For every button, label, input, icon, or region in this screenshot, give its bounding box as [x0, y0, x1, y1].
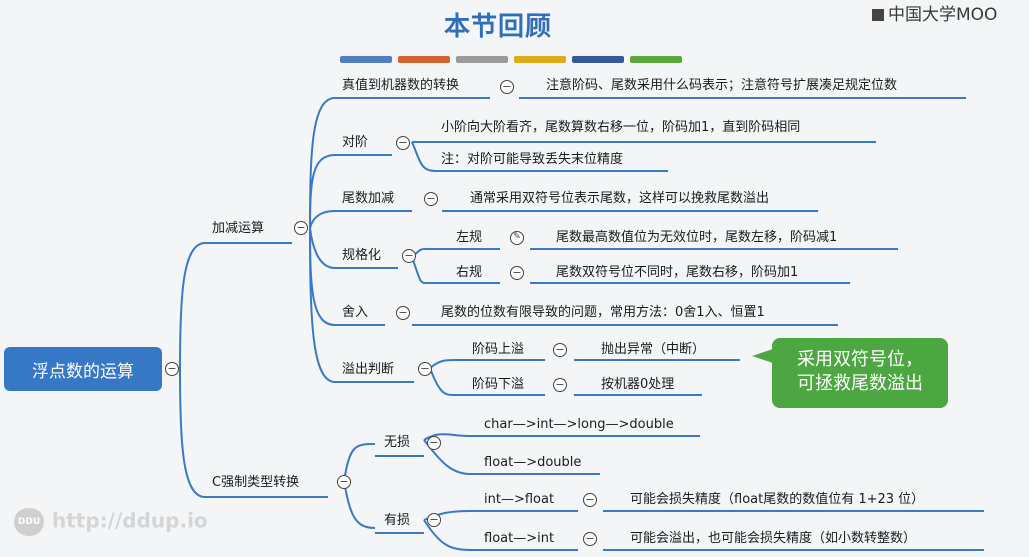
- color-bar-2: [398, 56, 450, 63]
- branch-add-sub[interactable]: 加减运算: [212, 221, 265, 236]
- collapse-icon[interactable]: −: [500, 80, 514, 94]
- edit-icon[interactable]: ✎: [510, 231, 524, 245]
- collapse-icon[interactable]: −: [427, 436, 441, 450]
- watermark-text: http://ddup.io: [52, 508, 208, 533]
- node-overflow[interactable]: 溢出判断: [342, 362, 395, 377]
- node-exp-underflow[interactable]: 阶码下溢: [472, 377, 525, 392]
- note-left-normalize: 尾数最高数值位为无效位时，尾数左移，阶码减1: [556, 230, 838, 245]
- collapse-icon[interactable]: −: [510, 266, 524, 280]
- node-left-normalize[interactable]: 左规: [456, 230, 483, 245]
- color-bars: [340, 56, 682, 63]
- note-exp-underflow: 按机器0处理: [601, 377, 675, 392]
- note-align-1: 小阶向大阶看齐，尾数算数右移一位，阶码加1，直到阶码相同: [441, 120, 801, 135]
- cube-logo-icon: [872, 9, 884, 21]
- callout-bubble: 采用双符号位， 可拯救尾数溢出: [772, 338, 948, 408]
- collapse-icon[interactable]: −: [553, 343, 567, 357]
- color-bar-3: [456, 56, 508, 63]
- collapse-icon[interactable]: −: [427, 513, 441, 527]
- color-bar-1: [340, 56, 392, 63]
- node-lossy[interactable]: 有损: [384, 513, 411, 528]
- page-title: 本节回顾: [444, 12, 553, 42]
- branch-type-cast[interactable]: C强制类型转换: [212, 475, 300, 490]
- node-true-to-machine[interactable]: 真值到机器数的转换: [342, 78, 460, 93]
- note-right-normalize: 尾数双符号位不同时，尾数右移，阶码加1: [556, 265, 799, 280]
- mooc-logo: 中国大学MOO: [872, 0, 997, 25]
- color-bar-5: [572, 56, 624, 63]
- cast-lossy-2[interactable]: float—>int: [484, 531, 555, 546]
- collapse-icon[interactable]: −: [294, 221, 308, 235]
- collapse-icon[interactable]: −: [402, 249, 416, 263]
- node-round[interactable]: 舍入: [342, 305, 369, 320]
- color-bar-4: [514, 56, 566, 63]
- note-align-2: 注：对阶可能导致丢失末位精度: [441, 152, 624, 167]
- note-lossy-2: 可能会溢出，也可能会损失精度（如小数转整数）: [630, 531, 917, 546]
- collapse-icon[interactable]: −: [396, 306, 410, 320]
- watermark: DDU http://ddup.io: [14, 508, 208, 536]
- note-mantissa-add: 通常采用双符号位表示尾数，这样可以挽救尾数溢出: [470, 191, 770, 206]
- note-round: 尾数的位数有限导致的问题，常用方法：0舍1入、恒置1: [441, 305, 765, 320]
- note-true-to-machine: 注意阶码、尾数采用什么码表示；注意符号扩展凑足规定位数: [546, 78, 898, 93]
- watermark-badge: DDU: [14, 508, 44, 536]
- note-exp-overflow: 抛出异常（中断）: [601, 342, 706, 357]
- collapse-icon[interactable]: −: [583, 493, 597, 507]
- collapse-icon[interactable]: −: [424, 192, 438, 206]
- collapse-icon[interactable]: −: [165, 362, 179, 376]
- node-lossless[interactable]: 无损: [384, 435, 411, 450]
- node-exp-overflow[interactable]: 阶码上溢: [472, 342, 525, 357]
- callout-line-1: 采用双符号位，: [797, 349, 923, 370]
- root-node[interactable]: 浮点数的运算: [4, 347, 162, 391]
- callout-line-2: 可拯救尾数溢出: [797, 373, 923, 394]
- color-bar-6: [630, 56, 682, 63]
- node-mantissa-add[interactable]: 尾数加减: [342, 191, 395, 206]
- collapse-icon[interactable]: −: [396, 136, 410, 150]
- collapse-icon[interactable]: −: [418, 362, 432, 376]
- collapse-icon[interactable]: −: [583, 532, 597, 546]
- callout-pointer: [752, 348, 776, 364]
- node-normalize[interactable]: 规格化: [342, 248, 382, 263]
- cast-lossy-1[interactable]: int—>float: [484, 492, 555, 507]
- node-align[interactable]: 对阶: [342, 135, 369, 150]
- node-right-normalize[interactable]: 右规: [456, 265, 483, 280]
- collapse-icon[interactable]: −: [337, 475, 351, 489]
- cast-lossless-2: float—>double: [484, 455, 582, 470]
- collapse-icon[interactable]: −: [553, 378, 567, 392]
- cast-lossless-1: char—>int—>long—>double: [484, 417, 674, 432]
- logo-text: 中国大学MOO: [888, 5, 998, 25]
- note-lossy-1: 可能会损失精度（float尾数的数值位有 1+23 位）: [630, 492, 925, 507]
